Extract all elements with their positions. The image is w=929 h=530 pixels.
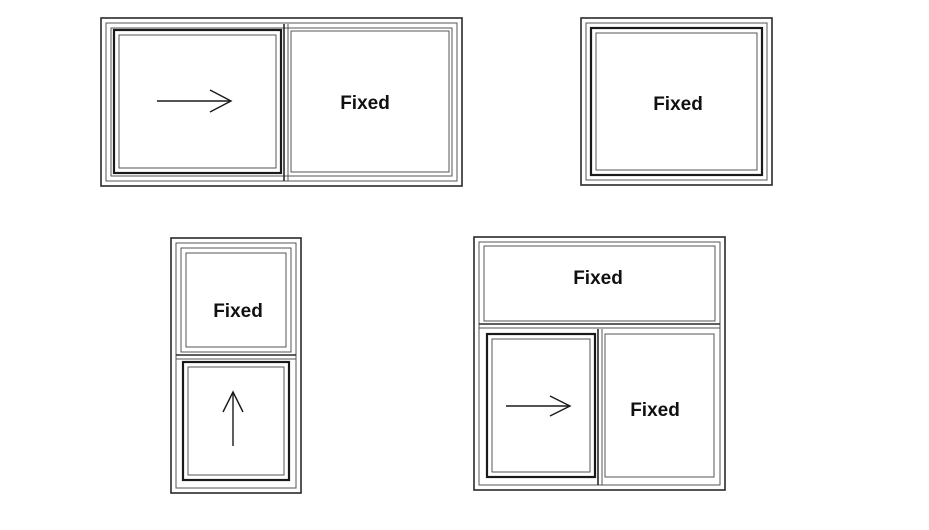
window-frame [473, 236, 726, 491]
transom-fixed-pane: Fixed [483, 245, 716, 322]
fixed-label: Fixed [340, 93, 390, 114]
window-frame [170, 237, 302, 494]
single-hung-window: Fixed [170, 237, 302, 494]
fixed-pane: Fixed [290, 30, 450, 173]
horizontal-slider-window: Fixed [100, 17, 463, 187]
window-frame [580, 17, 773, 186]
picture-window: Fixed [580, 17, 773, 186]
fixed-label: Fixed [573, 268, 623, 289]
sliding-sash [181, 360, 291, 482]
fixed-pane: Fixed [180, 247, 292, 353]
arrow-right-icon [157, 89, 233, 113]
fixed-label: Fixed [630, 400, 680, 421]
combination-window: Fixed Fixed [473, 236, 726, 491]
arrow-up-icon [222, 390, 244, 446]
fixed-label: Fixed [213, 301, 263, 322]
fixed-pane: Fixed [604, 333, 715, 478]
sliding-sash [112, 28, 283, 175]
sliding-sash [485, 332, 597, 479]
fixed-label: Fixed [653, 94, 703, 115]
arrow-right-icon [506, 395, 572, 417]
